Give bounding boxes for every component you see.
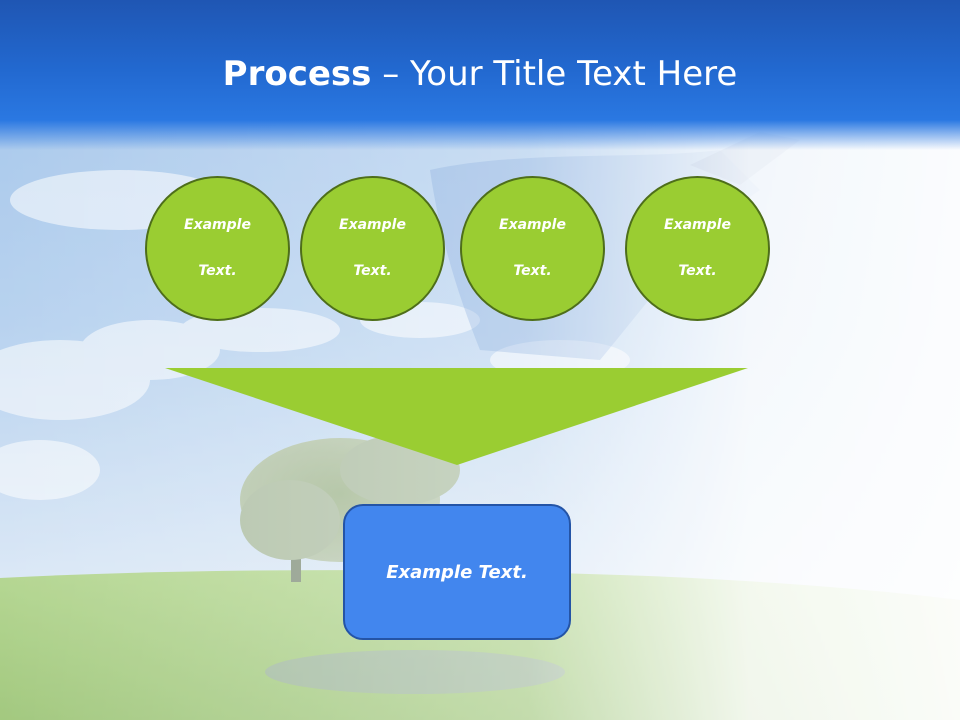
result-box: Example Text. bbox=[343, 504, 571, 640]
step-4-line-1: Example bbox=[664, 217, 731, 233]
step-4-line-2: Text. bbox=[678, 263, 717, 279]
funnel-arrow bbox=[165, 368, 748, 465]
result-label: Example Text. bbox=[386, 561, 528, 583]
step-1-line-1: Example bbox=[184, 217, 251, 233]
step-2-line-2: Text. bbox=[353, 263, 392, 279]
step-3-line-1: Example bbox=[499, 217, 566, 233]
step-2-line-1: Example bbox=[339, 217, 406, 233]
title-bold: Process bbox=[222, 54, 372, 94]
title-bar bbox=[0, 0, 960, 150]
slide-title: Process – Your Title Text Here bbox=[0, 52, 960, 96]
title-rest: Your Title Text Here bbox=[410, 54, 738, 94]
title-separator: – bbox=[371, 54, 411, 94]
step-1-line-2: Text. bbox=[198, 263, 237, 279]
step-3-line-2: Text. bbox=[513, 263, 552, 279]
